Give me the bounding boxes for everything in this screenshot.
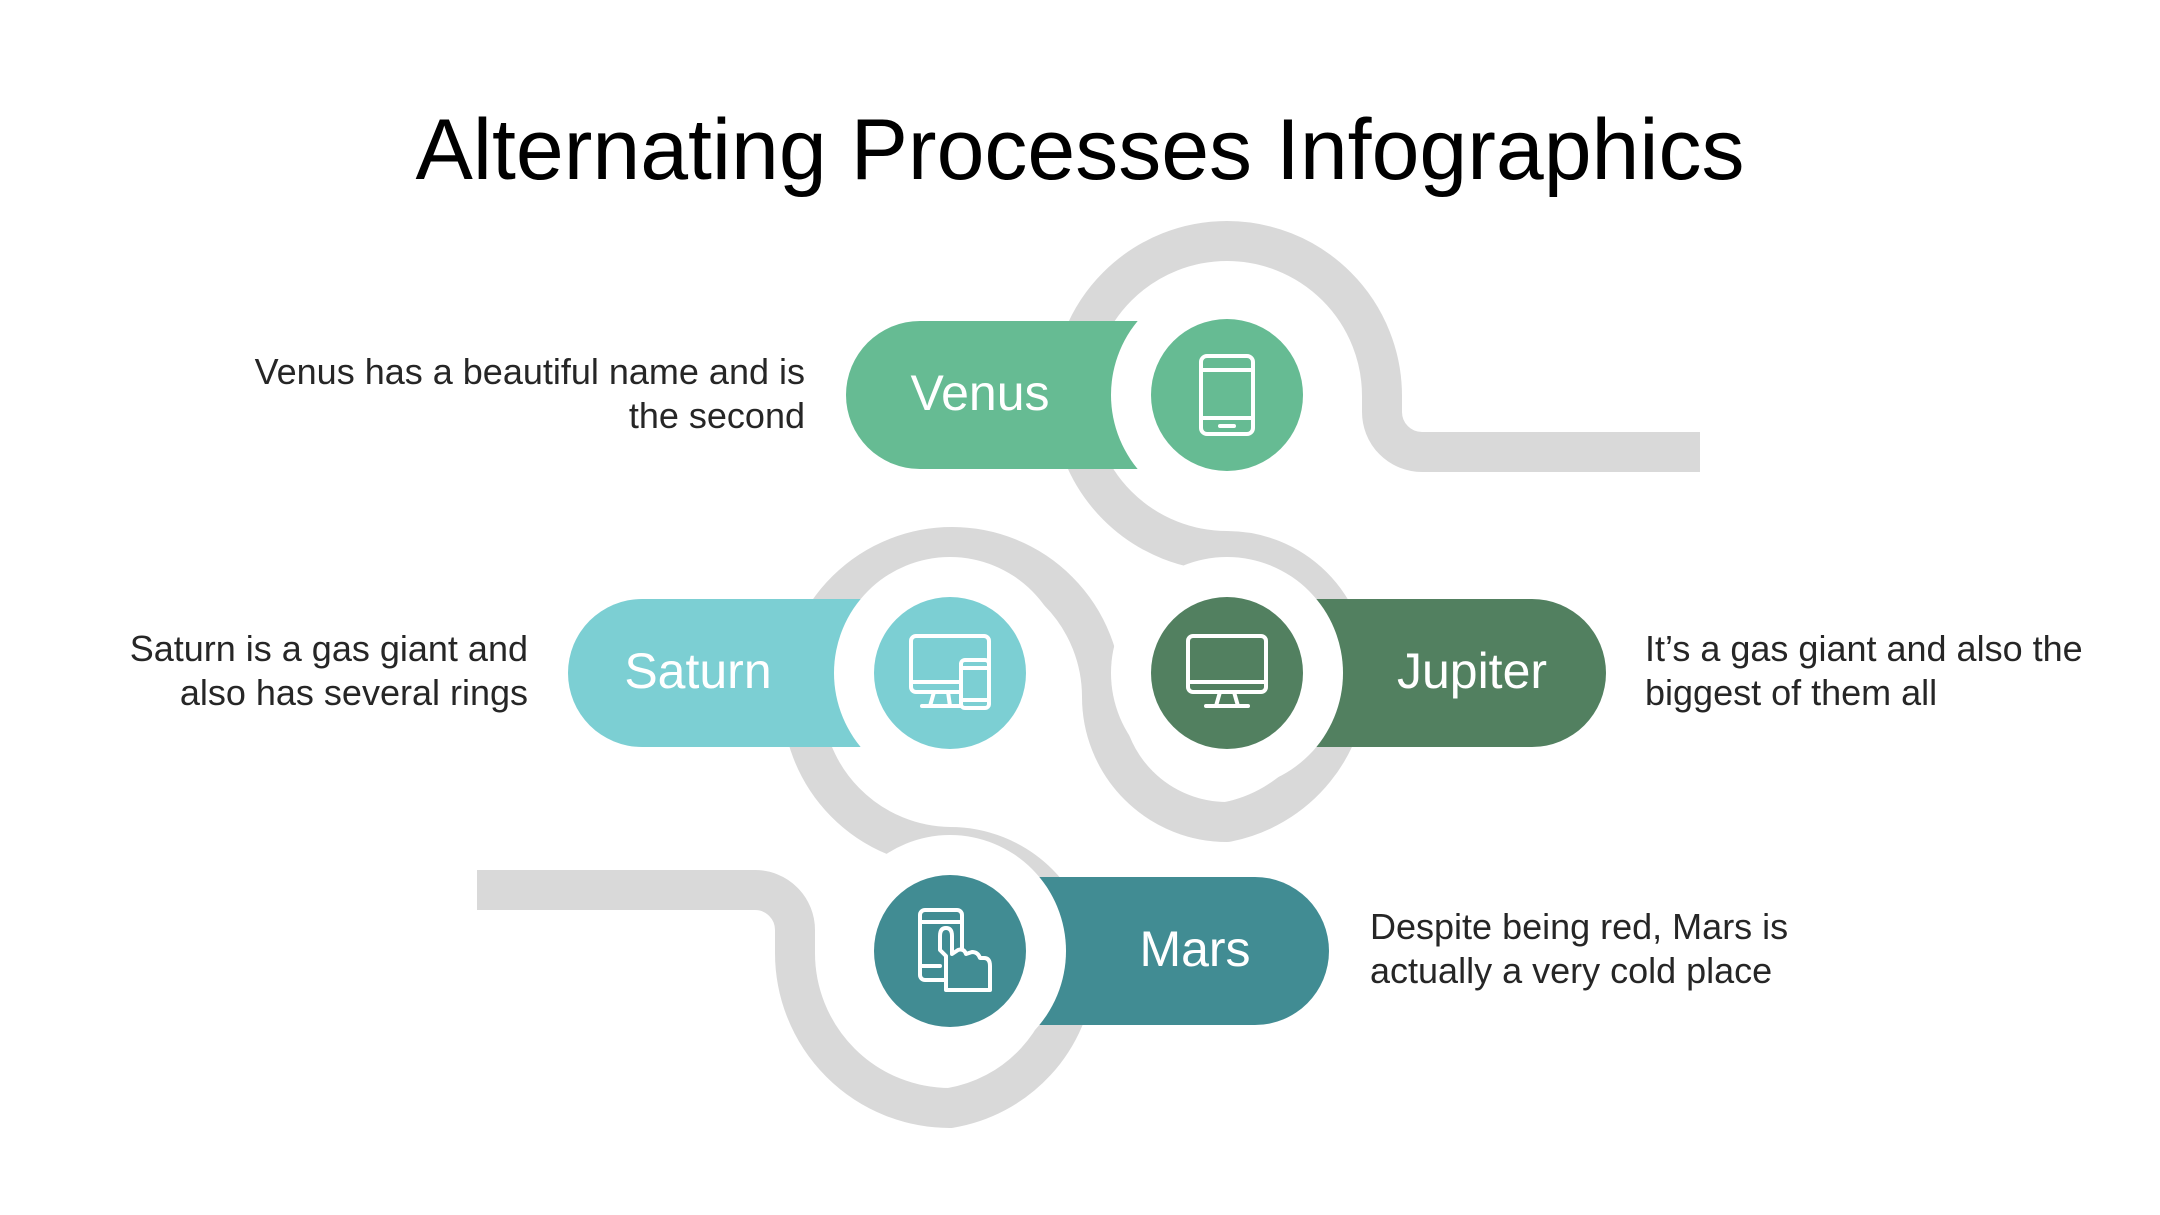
step-mars: Mars [834, 835, 1329, 1067]
step-jupiter: Jupiter [1111, 557, 1606, 789]
monitor-icon [1186, 634, 1268, 708]
process-track [477, 221, 1700, 1128]
mars-label: Mars [1139, 921, 1250, 977]
step-venus: Venus [846, 279, 1343, 511]
step-saturn: Saturn [568, 557, 1066, 789]
jupiter-icon-circle [1151, 597, 1303, 749]
saturn-icon-circle [874, 597, 1026, 749]
saturn-label: Saturn [624, 643, 771, 699]
jupiter-label: Jupiter [1397, 643, 1547, 699]
venus-label: Venus [910, 365, 1049, 421]
mars-description: Despite being red, Mars is actually a ve… [1370, 906, 1789, 991]
tablet-icon [1199, 354, 1255, 436]
venus-description: Venus has a beautiful name and is the se… [254, 351, 805, 436]
touch-phone-icon [918, 908, 992, 992]
devices-icon [909, 634, 991, 710]
saturn-description: Saturn is a gas giant and also has sever… [129, 628, 528, 713]
page-title: Alternating Processes Infographics [415, 102, 1745, 198]
jupiter-description: It’s a gas giant and also the biggest of… [1645, 628, 2083, 713]
venus-icon-circle [1151, 319, 1303, 471]
